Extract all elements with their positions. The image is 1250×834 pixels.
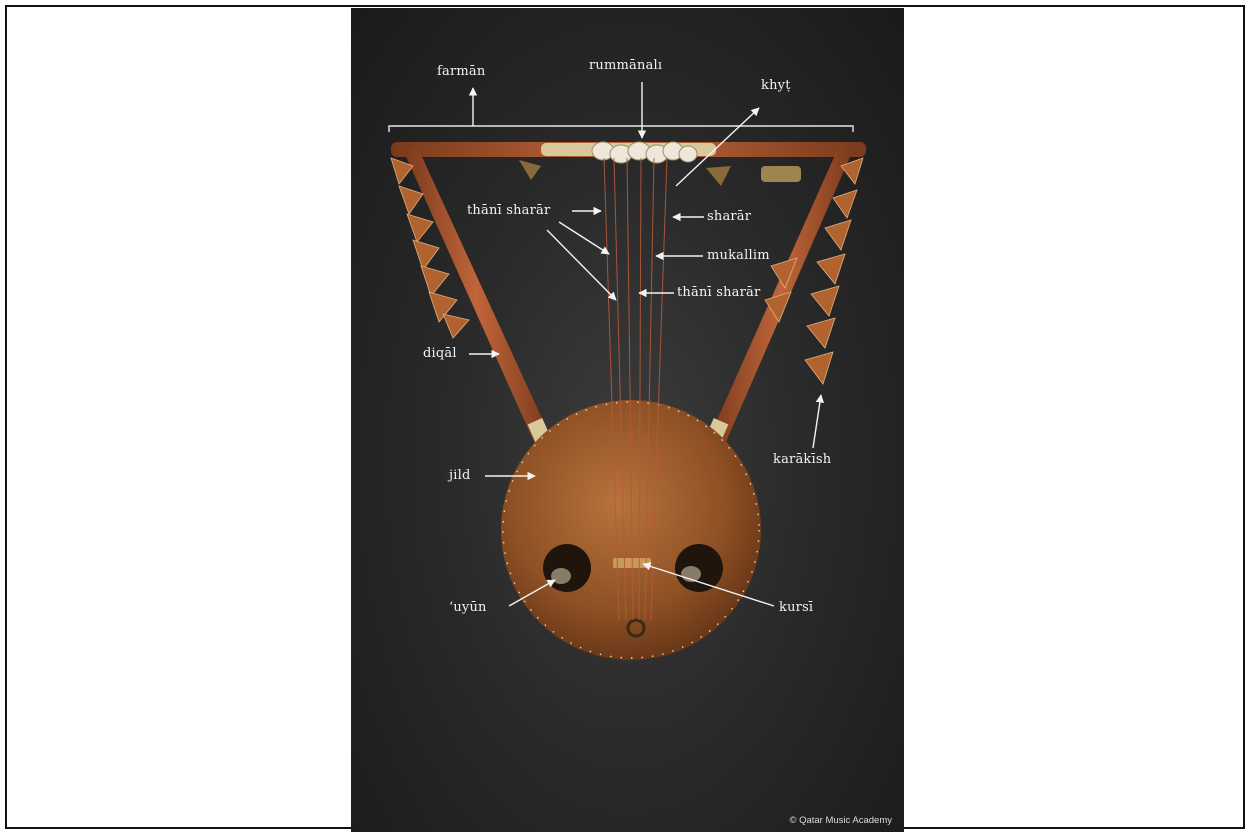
sound-hole-right (675, 544, 723, 592)
lyre-photo: farmān rummānalı khyṭ thānī sharār sharā… (351, 8, 904, 832)
label-farman: farmān (437, 64, 485, 79)
label-kursi: kursī (779, 600, 813, 615)
rummanali-shells (592, 142, 697, 163)
label-mukallim: mukallim (707, 248, 770, 263)
label-thani-sharar-upper: thānī sharār (467, 203, 550, 218)
sound-hole-left (543, 544, 591, 592)
label-karakish: karākīsh (773, 452, 831, 467)
lyre-illustration (351, 8, 904, 832)
crossbar-pendants (519, 160, 801, 186)
label-sharar: sharār (707, 209, 751, 224)
label-uyun: ‘uyūn (449, 600, 487, 615)
label-jild: jild (449, 468, 470, 483)
label-rummanali: rummānalı (589, 58, 662, 73)
photo-credit: © Qatar Music Academy (789, 815, 892, 826)
label-thani-sharar-lower: thānī sharār (677, 285, 760, 300)
left-arm (403, 146, 551, 444)
karakish-right (765, 158, 863, 384)
farman-bracket (389, 126, 853, 132)
label-diqal: diqāl (423, 346, 457, 361)
label-khayt: khyṭ (761, 78, 791, 93)
